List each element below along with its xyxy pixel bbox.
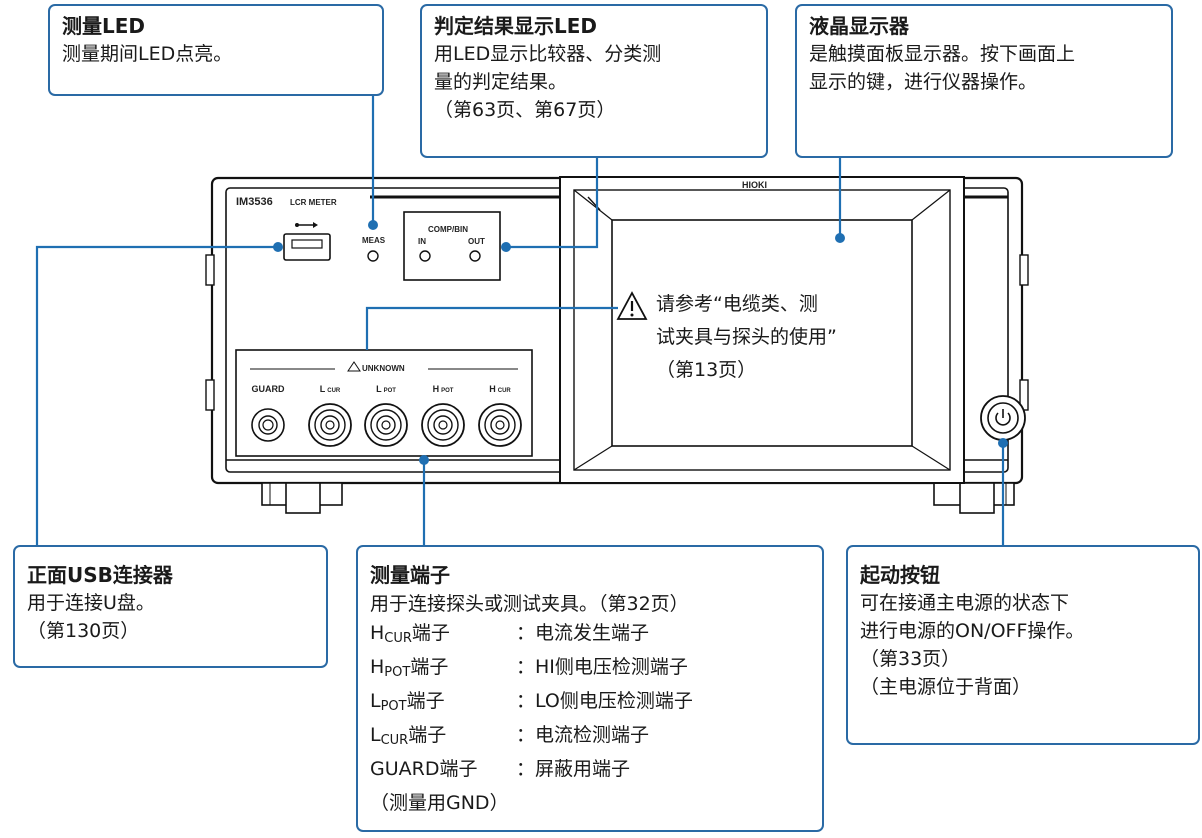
terminal-row: HPOT端子：HI侧电压检测端子 [370, 653, 810, 687]
leader-judge [506, 158, 599, 249]
terminal-desc: ：屏蔽用端子 [516, 758, 631, 780]
terminal-subscript: POT [384, 665, 411, 680]
callout-title: 测量LED [62, 14, 146, 38]
leader-warning [365, 306, 618, 350]
callout-line: （主电源位于背面） [860, 676, 1032, 698]
terminal-label: GUARD [252, 384, 285, 394]
callout-power: 起动按钮 可在接通主电源的状态下 进行电源的ON/OFF操作。 （第33页） （… [846, 545, 1200, 745]
out-label: OUT [468, 237, 485, 246]
foot-left [261, 482, 343, 514]
callout-meas-led: 测量LED 测量期间LED点亮。 [48, 4, 384, 96]
comp-bin-label: COMP/BIN [428, 225, 468, 234]
callout-title: 正面USB连接器 [27, 563, 173, 587]
terminal-letter: H [370, 622, 385, 644]
terminal-letter: H [370, 656, 385, 678]
terminal-name: LPOT端子 [370, 687, 516, 721]
usb-port [283, 233, 331, 261]
callout-line: 可在接通主电源的状态下 [860, 592, 1070, 614]
hpot-terminal [421, 403, 465, 447]
callout-body: 测量期间LED点亮。 [62, 43, 233, 65]
terminal-desc: ：电流检测端子 [516, 724, 650, 746]
terminal-name: HCUR端子 [370, 619, 516, 653]
warning-note: 请参考“电缆类、测 试夹具与探头的使用” （第13页） [652, 288, 841, 387]
callout-usb: 正面USB连接器 用于连接U盘。 （第130页） [13, 545, 328, 668]
callout-line: （第33页） [860, 648, 961, 670]
terminal-suffix: 端子 [408, 724, 447, 746]
warning-line: 试夹具与探头的使用” [656, 326, 837, 348]
terminal-name: GUARD端子 [370, 755, 516, 789]
callout-footer: （测量用GND） [370, 792, 509, 814]
callout-title: 起动按钮 [860, 563, 940, 587]
terminal-subscript: POT [380, 699, 407, 714]
lpot-terminal [364, 403, 408, 447]
terminal-suffix: 端子 [411, 622, 450, 644]
terminal-suffix: 端子 [406, 690, 445, 712]
callout-intro: 用于连接探头或测试夹具。（第32页） [370, 593, 689, 615]
usb-icon [295, 222, 318, 228]
callout-title: 判定结果显示LED [434, 14, 598, 38]
comp-bin-panel [403, 211, 501, 281]
callout-line: 量的判定结果。 [434, 71, 568, 93]
terminal-suffix: 端子 [439, 758, 478, 780]
terminal-letter: L [370, 690, 381, 712]
callout-line: 用LED显示比较器、分类测 [434, 43, 662, 65]
terminal-desc: ：HI侧电压检测端子 [516, 656, 688, 678]
in-label: IN [418, 237, 426, 246]
warning-line: （第13页） [656, 359, 757, 381]
terminal-row: HCUR端子：电流发生端子 [370, 619, 810, 653]
meas-label: MEAS [362, 236, 386, 245]
terminal-row: LCUR端子：电流检测端子 [370, 721, 810, 755]
guard-terminal [251, 408, 285, 442]
unknown-warning-icon [347, 361, 361, 372]
terminal-row: LPOT端子：LO侧电压检测端子 [370, 687, 810, 721]
callout-line: （第63页、第67页） [434, 99, 616, 121]
power-icon [995, 409, 1011, 426]
callout-line: 进行电源的ON/OFF操作。 [860, 620, 1085, 642]
model-label: IM3536 [236, 196, 273, 208]
terminal-letter: GUARD [370, 758, 440, 780]
meas-led [367, 250, 379, 262]
terminal-name: HPOT端子 [370, 653, 516, 687]
callout-line: （第130页） [27, 620, 140, 642]
callout-line: 显示的键，进行仪器操作。 [809, 71, 1038, 93]
hcur-terminal [478, 403, 522, 447]
leader-usb [35, 245, 278, 545]
brand-logo: HIOKI [742, 180, 767, 190]
callout-lcd: 液晶显示器 是触摸面板显示器。按下画面上 显示的键，进行仪器操作。 [795, 4, 1173, 158]
terminal-row: GUARD端子：屏蔽用端子 [370, 755, 810, 789]
model-suffix-label: LCR METER [290, 198, 337, 207]
callout-title: 液晶显示器 [809, 14, 909, 38]
terminal-desc: ：电流发生端子 [516, 622, 650, 644]
terminal-name: LCUR端子 [370, 721, 516, 755]
unknown-label: UNKNOWN [362, 364, 405, 373]
lcur-terminal [308, 403, 352, 447]
warning-line: 请参考“电缆类、测 [656, 293, 818, 315]
terminal-letter: L [370, 724, 381, 746]
terminal-subscript: CUR [384, 631, 412, 646]
warning-icon [616, 291, 648, 320]
callout-line: 用于连接U盘。 [27, 592, 155, 614]
in-led [419, 250, 431, 262]
foot-right [933, 482, 1015, 514]
terminal-subscript: CUR [380, 733, 409, 748]
terminal-suffix: 端子 [410, 656, 449, 678]
callout-title: 测量端子 [370, 563, 450, 587]
out-led [469, 250, 481, 262]
callout-line: 是触摸面板显示器。按下画面上 [809, 43, 1076, 65]
terminal-desc: ：LO侧电压检测端子 [516, 690, 693, 712]
callout-judge-led: 判定结果显示LED 用LED显示比较器、分类测 量的判定结果。 （第63页、第6… [420, 4, 768, 158]
